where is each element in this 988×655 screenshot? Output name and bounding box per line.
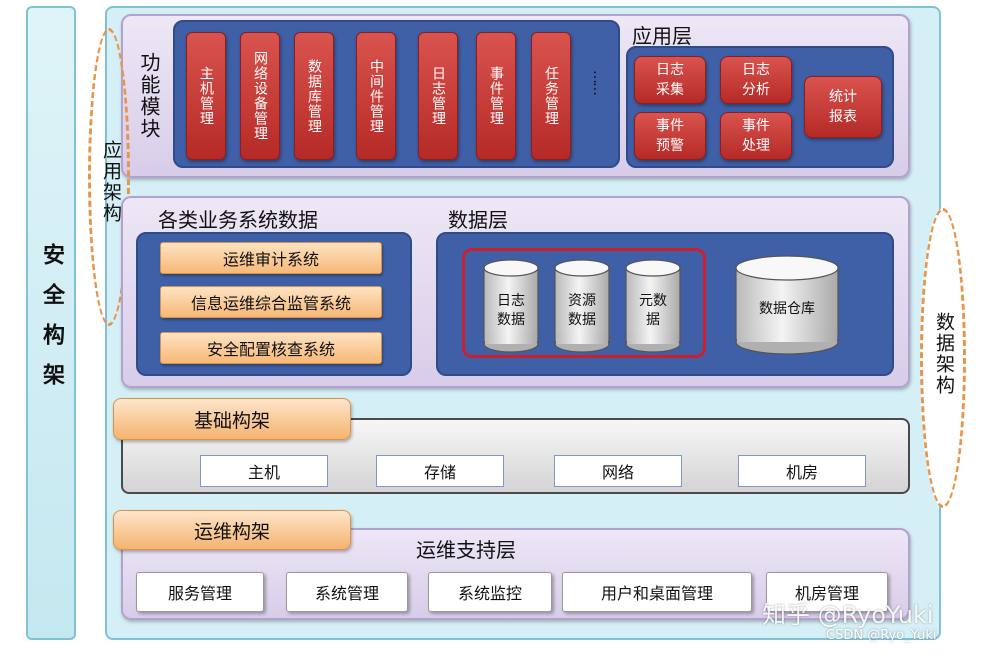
module-log-management: 日志管理 bbox=[418, 32, 458, 160]
ops-service-management: 服务管理 bbox=[136, 572, 264, 612]
module-network-device-management: 网络设备管理 bbox=[240, 32, 280, 160]
data-architecture-oval bbox=[920, 208, 966, 508]
app-event-alert: 事件 预警 bbox=[634, 112, 706, 160]
system-ops-audit: 运维审计系统 bbox=[160, 242, 382, 274]
operational-data-group bbox=[462, 248, 706, 358]
infra-machine-room: 机房 bbox=[738, 455, 866, 487]
module-event-management: 事件管理 bbox=[476, 32, 516, 160]
data-cylinders bbox=[483, 255, 839, 355]
data-architecture-label: 数据架构 bbox=[933, 312, 955, 396]
data-layer-title: 数据层 bbox=[448, 208, 508, 232]
system-integrated-monitoring: 信息运维综合监管系统 bbox=[160, 286, 382, 318]
function-module-label: 功能模块 bbox=[137, 52, 161, 140]
infrastructure-title: 基础构架 bbox=[193, 409, 270, 432]
app-statistics-report: 统计 报表 bbox=[804, 76, 882, 138]
data-warehouse-label: 数据仓库 bbox=[759, 301, 815, 317]
module-database-management: 数据库管理 bbox=[294, 32, 334, 160]
application-architecture-label: 应用架构 bbox=[100, 140, 122, 224]
app-log-collection: 日志 采集 bbox=[634, 56, 706, 104]
ops-user-desktop-management: 用户和桌面管理 bbox=[562, 572, 752, 612]
security-architecture-label: 安全构架 bbox=[39, 243, 64, 403]
module-ellipsis: …… bbox=[590, 70, 606, 94]
business-data-title: 各类业务系统数据 bbox=[158, 208, 318, 232]
infra-host: 主机 bbox=[200, 455, 328, 487]
operations-title: 运维构架 bbox=[193, 520, 270, 543]
infra-network: 网络 bbox=[554, 455, 682, 487]
resource-data-label: 资源 数据 bbox=[568, 293, 596, 328]
infra-storage: 存储 bbox=[376, 455, 504, 487]
module-middleware-management: 中间件管理 bbox=[356, 32, 396, 160]
ops-machine-room-management: 机房管理 bbox=[766, 572, 888, 612]
app-event-handling: 事件 处理 bbox=[720, 112, 792, 160]
security-architecture-column: 安全构架 bbox=[26, 6, 76, 640]
log-data-label: 日志 数据 bbox=[497, 293, 525, 328]
data-warehouse-cylinder bbox=[735, 255, 839, 355]
log-data-cylinder bbox=[483, 259, 539, 353]
resource-data-cylinder bbox=[554, 259, 610, 353]
app-log-analysis: 日志 分析 bbox=[720, 56, 792, 104]
zhihu-watermark: 知乎 @RyoYuki bbox=[762, 601, 934, 629]
metadata-cylinder bbox=[625, 259, 681, 353]
application-layer-title: 应用层 bbox=[632, 24, 692, 48]
ops-support-layer-title: 运维支持层 bbox=[416, 538, 516, 562]
csdn-watermark: CSDN @Ryo_Yuki bbox=[826, 628, 937, 643]
system-security-config-check: 安全配置核查系统 bbox=[160, 332, 382, 364]
ops-system-monitoring: 系统监控 bbox=[428, 572, 552, 612]
ops-system-management: 系统管理 bbox=[286, 572, 408, 612]
application-architecture-oval bbox=[88, 28, 130, 326]
metadata-label: 元数 据 bbox=[639, 293, 667, 328]
operations-title-tab: 运维构架 bbox=[113, 510, 351, 550]
module-host-management: 主机管理 bbox=[186, 32, 226, 160]
module-task-management: 任务管理 bbox=[531, 32, 571, 160]
infrastructure-title-tab: 基础构架 bbox=[113, 398, 351, 440]
